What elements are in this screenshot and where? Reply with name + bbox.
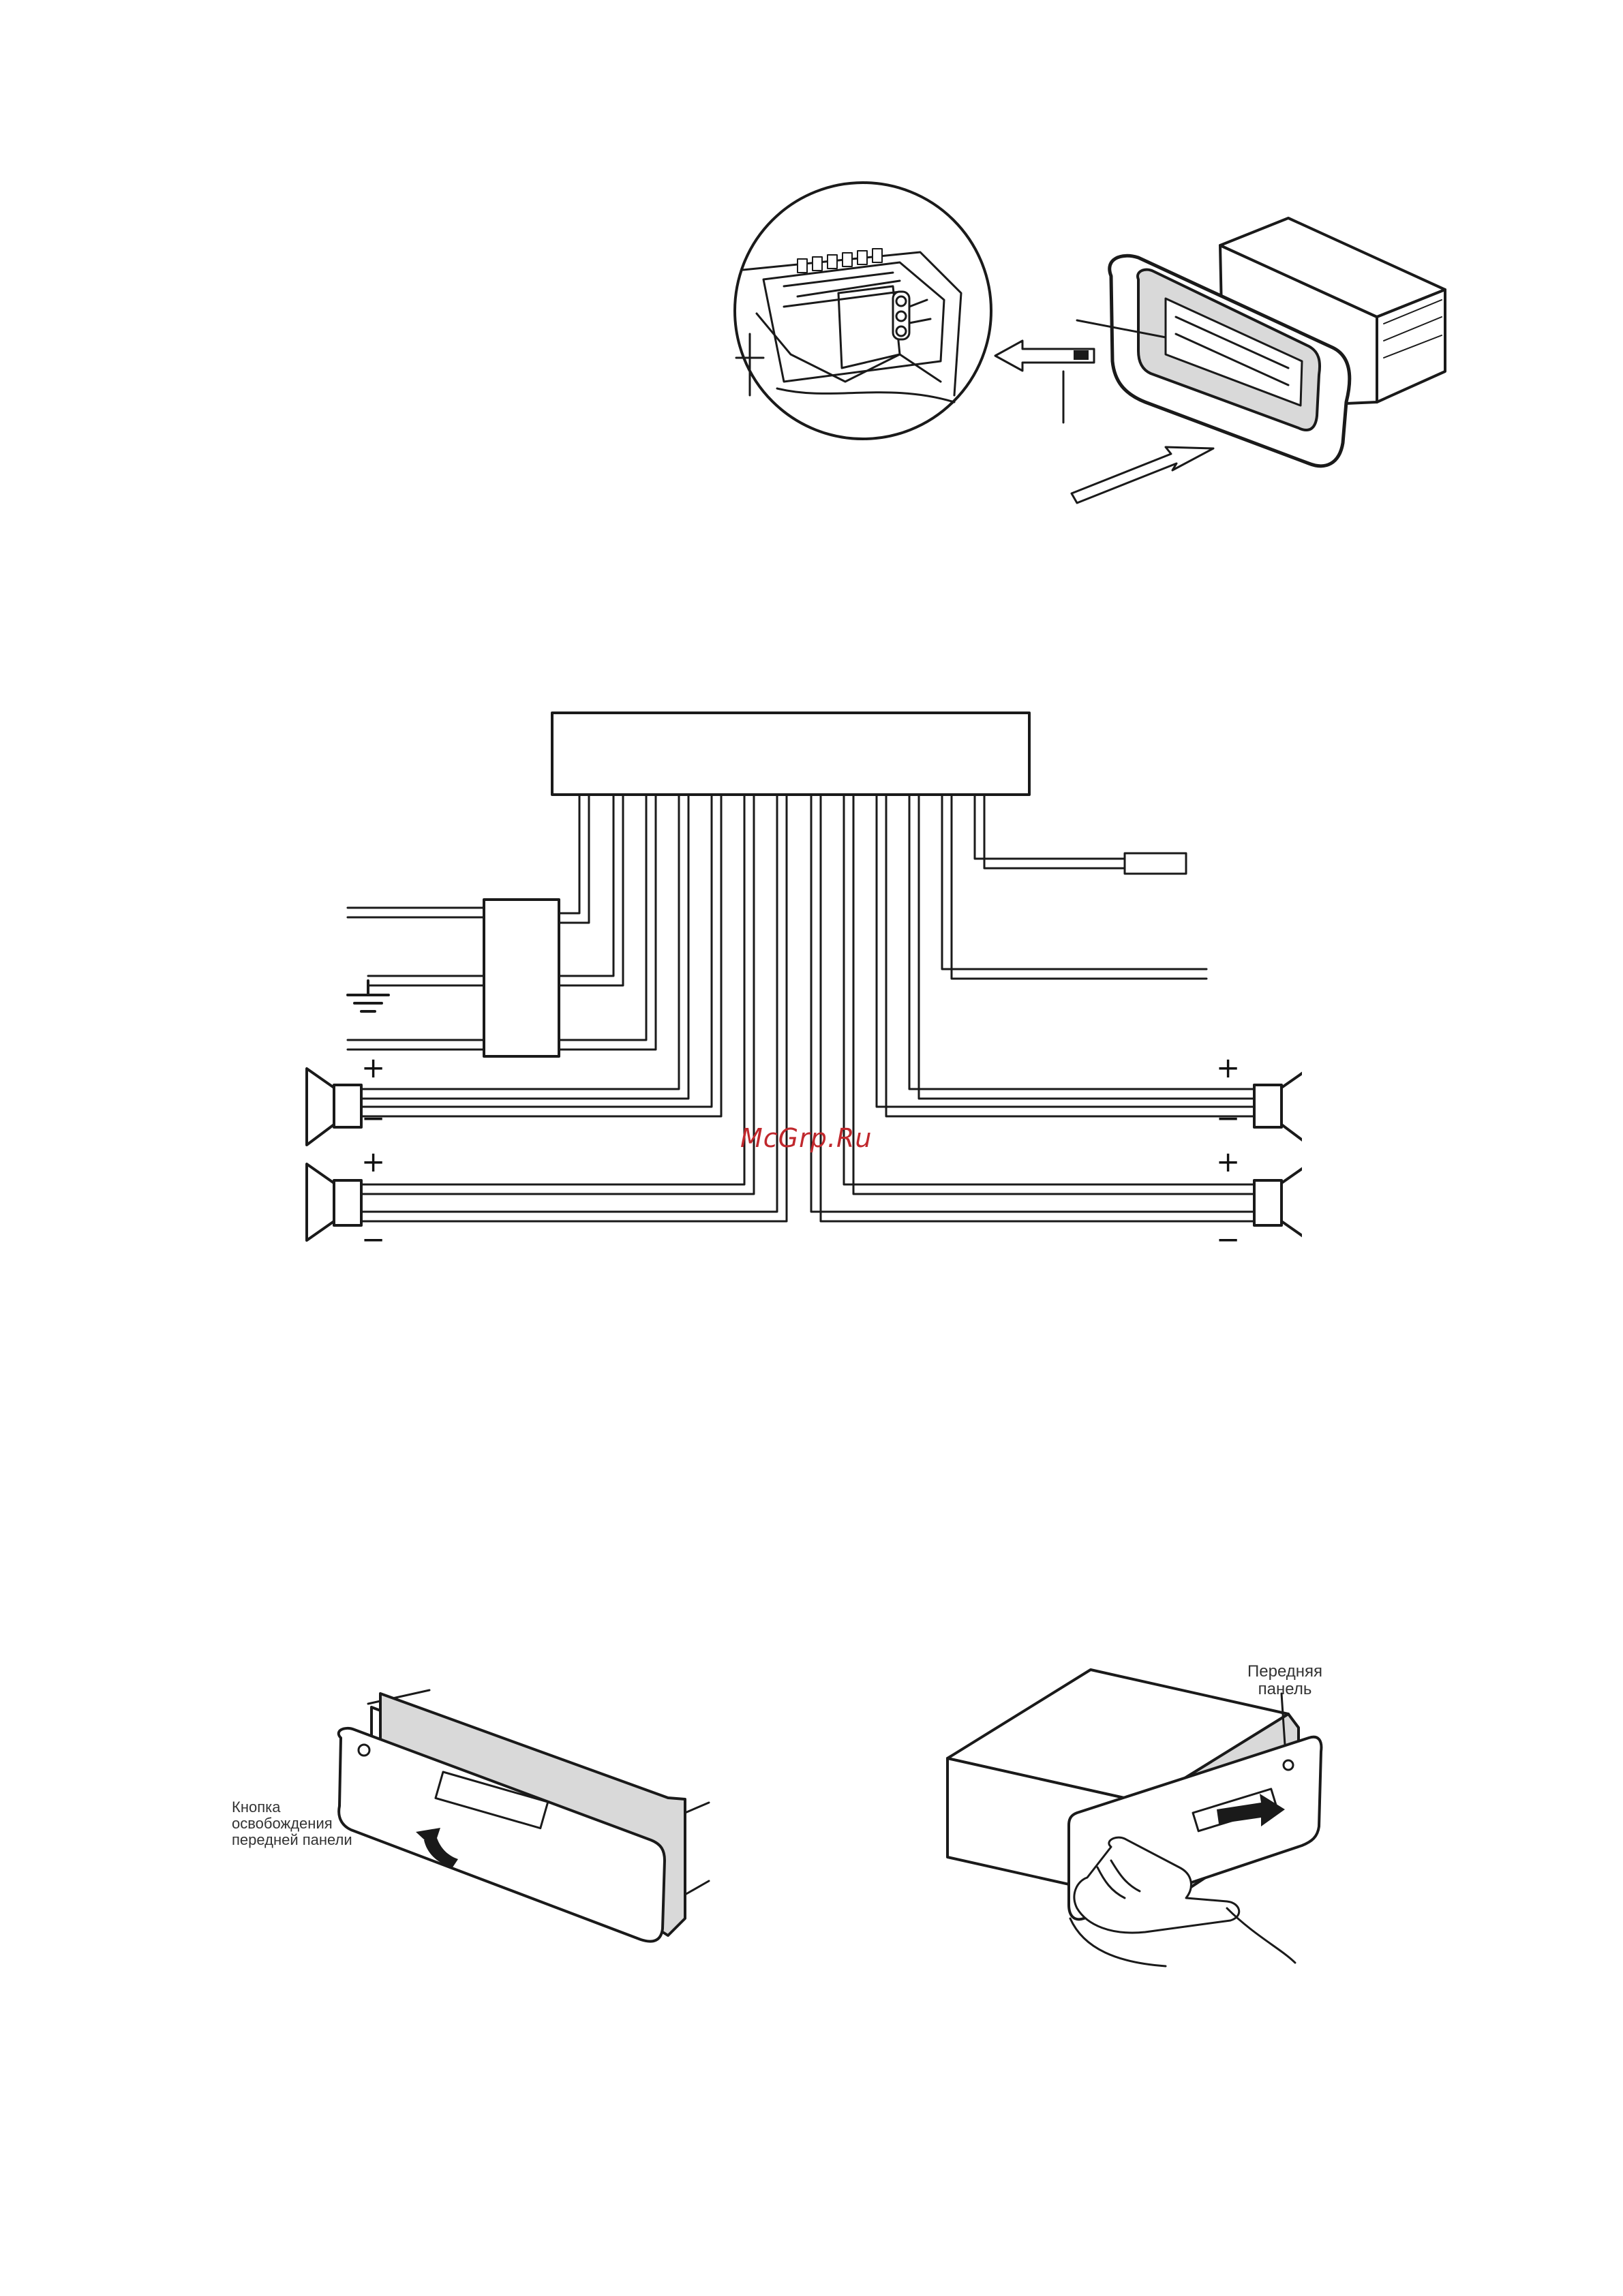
antenna-plug: [1125, 853, 1186, 874]
fuse-box: [484, 900, 559, 1056]
front-panel-release-illustration: Кнопка освобождения передней панели: [232, 1677, 777, 1963]
polarity-plus: +: [361, 1054, 385, 1082]
front-panel-removal-illustration: Передняя панель: [941, 1663, 1363, 1990]
polarity-minus: −: [1216, 1104, 1240, 1133]
release-button-label-line: освобождения: [232, 1816, 352, 1832]
speaker-icon: [307, 1164, 361, 1240]
pull-out-arrow-icon: [1072, 447, 1213, 503]
front-panel-label-line: Передняя: [1247, 1663, 1322, 1681]
release-button-label: Кнопка освобождения передней панели: [232, 1799, 352, 1849]
polarity-minus: −: [361, 1225, 385, 1254]
polarity-plus: +: [1216, 1054, 1240, 1082]
release-button-label-line: Кнопка: [232, 1799, 352, 1816]
input-leads: [348, 908, 484, 1050]
key-insert-arrow-icon: [995, 341, 1094, 423]
polarity-minus: −: [361, 1104, 385, 1133]
watermark: McGrp.Ru: [740, 1123, 872, 1153]
front-panel-label: Передняя панель: [1247, 1663, 1322, 1699]
magnified-detail-circle: [735, 183, 991, 439]
polarity-minus: −: [1216, 1225, 1240, 1254]
speaker-icon: [1254, 1164, 1302, 1240]
speaker-icon: [1254, 1069, 1302, 1145]
speaker-icon: [307, 1069, 361, 1145]
release-button-label-line: передней панели: [232, 1832, 352, 1848]
removal-illustration: [695, 177, 1466, 532]
front-panel-label-line: панель: [1247, 1681, 1322, 1698]
polarity-plus: +: [361, 1148, 385, 1176]
wiring-diagram: + − + − + − + − McGrp.Ru: [293, 695, 1302, 1274]
head-unit-with-trim-ring: [1077, 218, 1445, 466]
polarity-plus: +: [1216, 1148, 1240, 1176]
head-unit-block: [552, 713, 1029, 795]
